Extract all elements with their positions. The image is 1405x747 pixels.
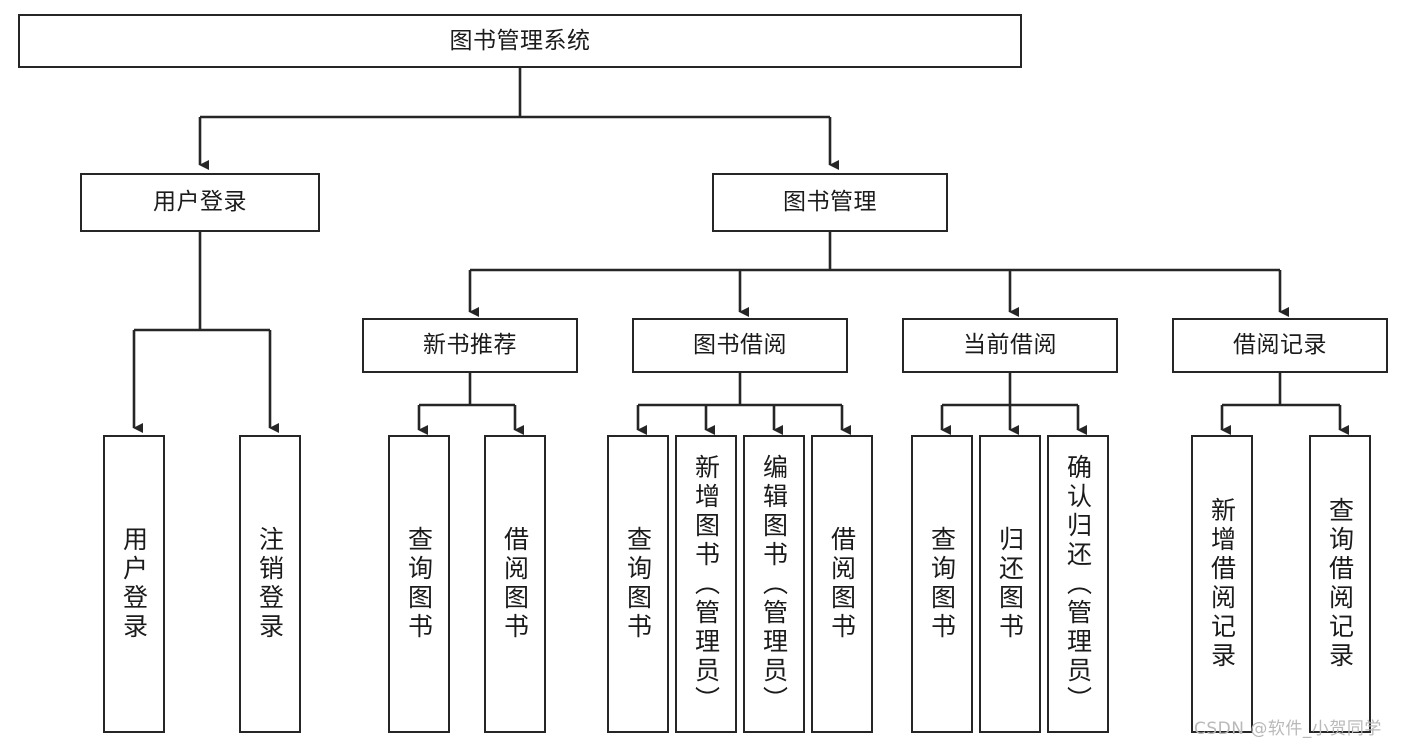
leaf-query-book[interactable]: 查询图书 [607, 435, 669, 733]
node-label: 注销登录 [255, 526, 285, 642]
node-label: 查询图书 [623, 526, 653, 642]
leaf-user-login[interactable]: 用户登录 [103, 435, 165, 733]
leaf-query-book-new[interactable]: 查询图书 [388, 435, 450, 733]
node-label: 新增图书（管理员） [691, 453, 721, 715]
node-label: 用户登录 [153, 189, 247, 216]
node-root-system[interactable]: 图书管理系统 [18, 14, 1022, 68]
node-label: 新增借阅记录 [1207, 497, 1237, 671]
node-user-login[interactable]: 用户登录 [80, 173, 320, 232]
leaf-confirm-return-admin[interactable]: 确认归还（管理员） [1047, 435, 1109, 733]
node-label: 用户登录 [119, 526, 149, 642]
node-label: 图书管理 [783, 189, 877, 216]
leaf-query-book-current[interactable]: 查询图书 [911, 435, 973, 733]
node-label: 图书借阅 [693, 332, 787, 359]
node-borrow-record[interactable]: 借阅记录 [1172, 318, 1388, 373]
node-book-borrow[interactable]: 图书借阅 [632, 318, 848, 373]
leaf-logout[interactable]: 注销登录 [239, 435, 301, 733]
node-label: 当前借阅 [963, 332, 1057, 359]
node-label: 查询借阅记录 [1325, 497, 1355, 671]
leaf-borrow-book[interactable]: 借阅图书 [811, 435, 873, 733]
node-label: 借阅记录 [1233, 332, 1327, 359]
node-label: 查询图书 [927, 526, 957, 642]
leaf-add-borrow-record[interactable]: 新增借阅记录 [1191, 435, 1253, 733]
node-book-management[interactable]: 图书管理 [712, 173, 948, 232]
leaf-query-borrow-record[interactable]: 查询借阅记录 [1309, 435, 1371, 733]
node-label: 查询图书 [404, 526, 434, 642]
node-label: 借阅图书 [827, 526, 857, 642]
node-label: 确认归还（管理员） [1063, 453, 1093, 715]
leaf-return-book[interactable]: 归还图书 [979, 435, 1041, 733]
node-label: 编辑图书（管理员） [759, 453, 789, 715]
node-label: 图书管理系统 [449, 27, 591, 54]
node-current-borrow[interactable]: 当前借阅 [902, 318, 1118, 373]
node-label: 归还图书 [995, 526, 1025, 642]
leaf-borrow-book-new[interactable]: 借阅图书 [484, 435, 546, 733]
node-label: 借阅图书 [500, 526, 530, 642]
csdn-watermark: CSDN @软件_小贺同学 [1194, 719, 1382, 739]
node-label: 新书推荐 [423, 332, 517, 359]
leaf-edit-book-admin[interactable]: 编辑图书（管理员） [743, 435, 805, 733]
node-new-book-recommend[interactable]: 新书推荐 [362, 318, 578, 373]
leaf-add-book-admin[interactable]: 新增图书（管理员） [675, 435, 737, 733]
